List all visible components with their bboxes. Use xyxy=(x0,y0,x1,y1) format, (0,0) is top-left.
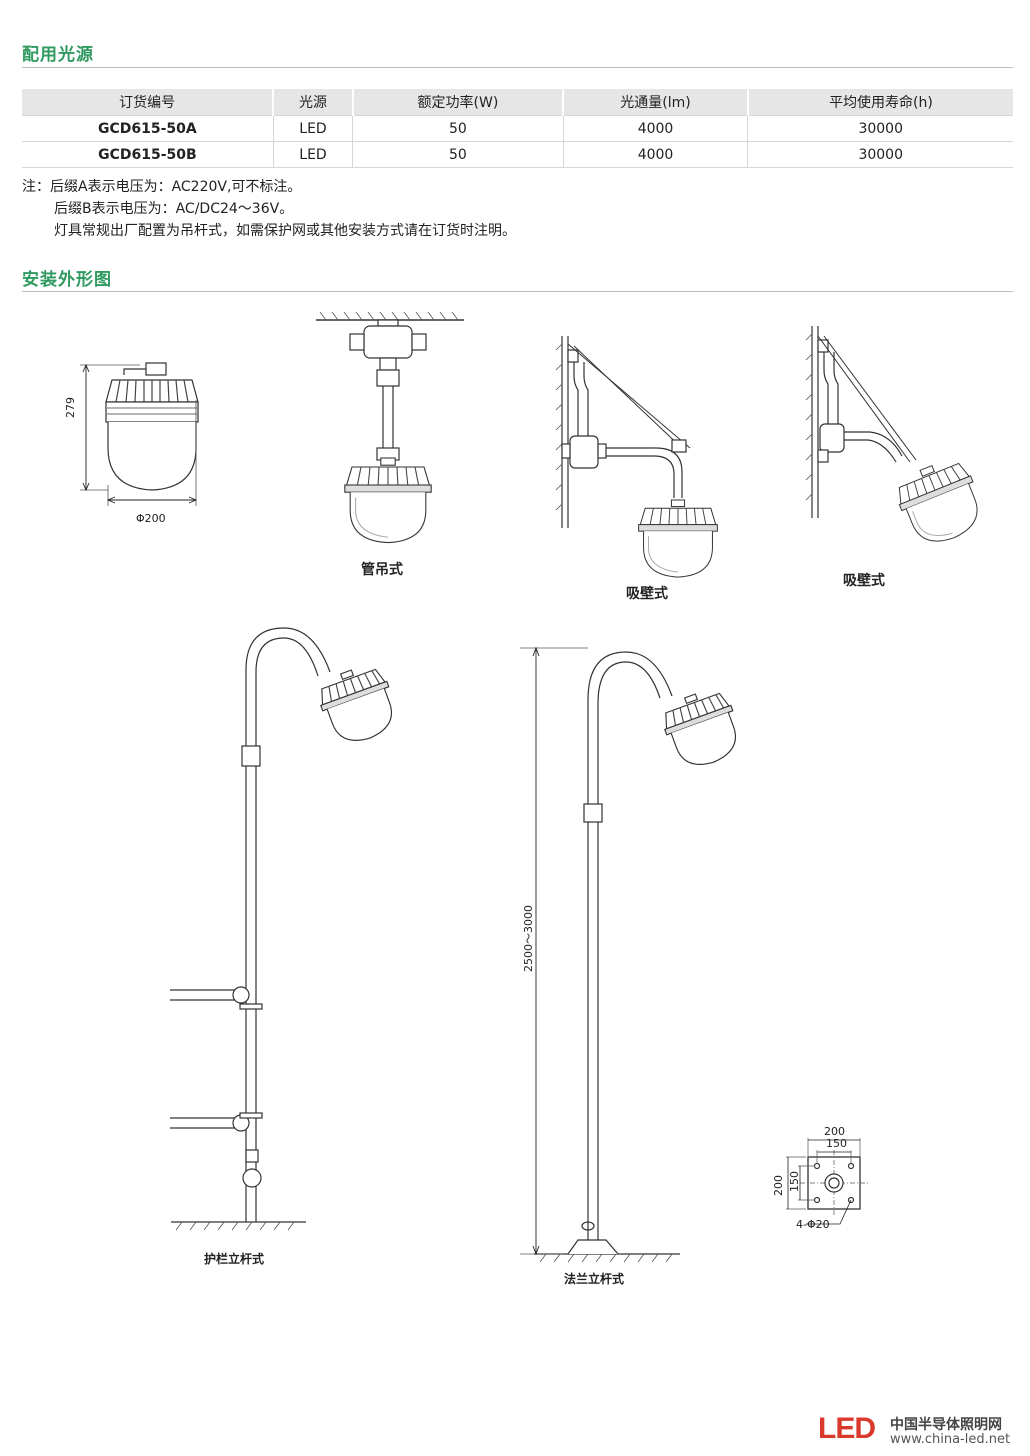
cell-flux: 4000 xyxy=(563,141,749,168)
site-logo: LED 中国半导体照明网 www.china-led.net xyxy=(818,1412,1018,1448)
section-title-install: 安装外形图 xyxy=(22,270,112,290)
note-line: 后缀B表示电压为：AC/DC24～36V。 xyxy=(54,201,294,217)
header-flux: 光通量(lm) xyxy=(563,89,749,116)
caption-flange-pole: 法兰立杆式 xyxy=(564,1272,625,1286)
notes: 注：后缀A表示电压为：AC220V,可不标注。 后缀B表示电压为：AC/DC24… xyxy=(22,176,516,242)
header-power: 额定功率(W) xyxy=(352,89,565,116)
railing-pole-drawing xyxy=(170,627,404,1231)
section-divider xyxy=(22,67,1013,68)
cell-lifetime: 30000 xyxy=(747,141,1013,168)
caption-wall-mount-2: 吸壁式 xyxy=(843,573,885,589)
lamp-dimension-drawing xyxy=(80,362,199,506)
cell-flux: 4000 xyxy=(563,115,749,142)
table-header-row: 订货编号 光源 额定功率(W) 光通量(lm) 平均使用寿命(h) xyxy=(22,89,1013,116)
wall-mount-drawing-2 xyxy=(805,326,991,553)
note-line: 注：后缀A表示电压为：AC220V,可不标注。 xyxy=(22,179,302,195)
cell-power: 50 xyxy=(352,141,564,168)
table-row: GCD615-50B LED 50 4000 30000 xyxy=(22,141,1013,168)
cell-light-source: LED xyxy=(273,115,354,142)
table-row: GCD615-50A LED 50 4000 30000 xyxy=(22,115,1013,142)
flange-pole-drawing xyxy=(520,646,748,1263)
header-order-code: 订货编号 xyxy=(22,89,275,116)
caption-wall-mount-1: 吸壁式 xyxy=(626,586,668,602)
dimension-pole-height: 2500～3000 xyxy=(522,905,535,972)
dimension-flange-outer: 200 xyxy=(824,1125,845,1138)
cell-lifetime: 30000 xyxy=(747,115,1013,142)
caption-railing-pole: 护栏立杆式 xyxy=(204,1252,265,1266)
logo-mark: LED xyxy=(818,1412,876,1445)
pipe-pendant-drawing xyxy=(316,311,464,544)
logo-name: 中国半导体照明网 xyxy=(890,1417,1002,1433)
logo-url: www.china-led.net xyxy=(890,1432,1011,1447)
wall-mount-drawing-1 xyxy=(555,336,718,578)
dimension-flange-inner-vertical: 150 xyxy=(788,1171,801,1192)
dimension-height: 279 xyxy=(64,397,77,418)
dimension-flange-outer-vertical: 200 xyxy=(772,1175,785,1196)
dimension-holes: 4-Φ20 xyxy=(796,1218,830,1231)
note-line: 灯具常规出厂配置为吊杆式，如需保护网或其他安装方式请在订货时注明。 xyxy=(54,223,516,239)
dimension-diameter: Φ200 xyxy=(136,512,166,525)
section-divider xyxy=(22,291,1013,292)
section-title-light-source: 配用光源 xyxy=(22,45,94,65)
cell-order-code: GCD615-50A xyxy=(22,115,274,142)
caption-pipe-pendant: 管吊式 xyxy=(361,562,403,578)
header-lifetime: 平均使用寿命(h) xyxy=(747,89,1013,116)
spec-table: 订货编号 光源 额定功率(W) 光通量(lm) 平均使用寿命(h) GCD615… xyxy=(22,89,1013,168)
header-light-source: 光源 xyxy=(273,89,354,116)
flange-plate-drawing xyxy=(786,1138,868,1225)
cell-light-source: LED xyxy=(273,141,354,168)
dimension-flange-inner: 150 xyxy=(826,1137,847,1150)
cell-order-code: GCD615-50B xyxy=(22,141,274,168)
cell-power: 50 xyxy=(352,115,564,142)
